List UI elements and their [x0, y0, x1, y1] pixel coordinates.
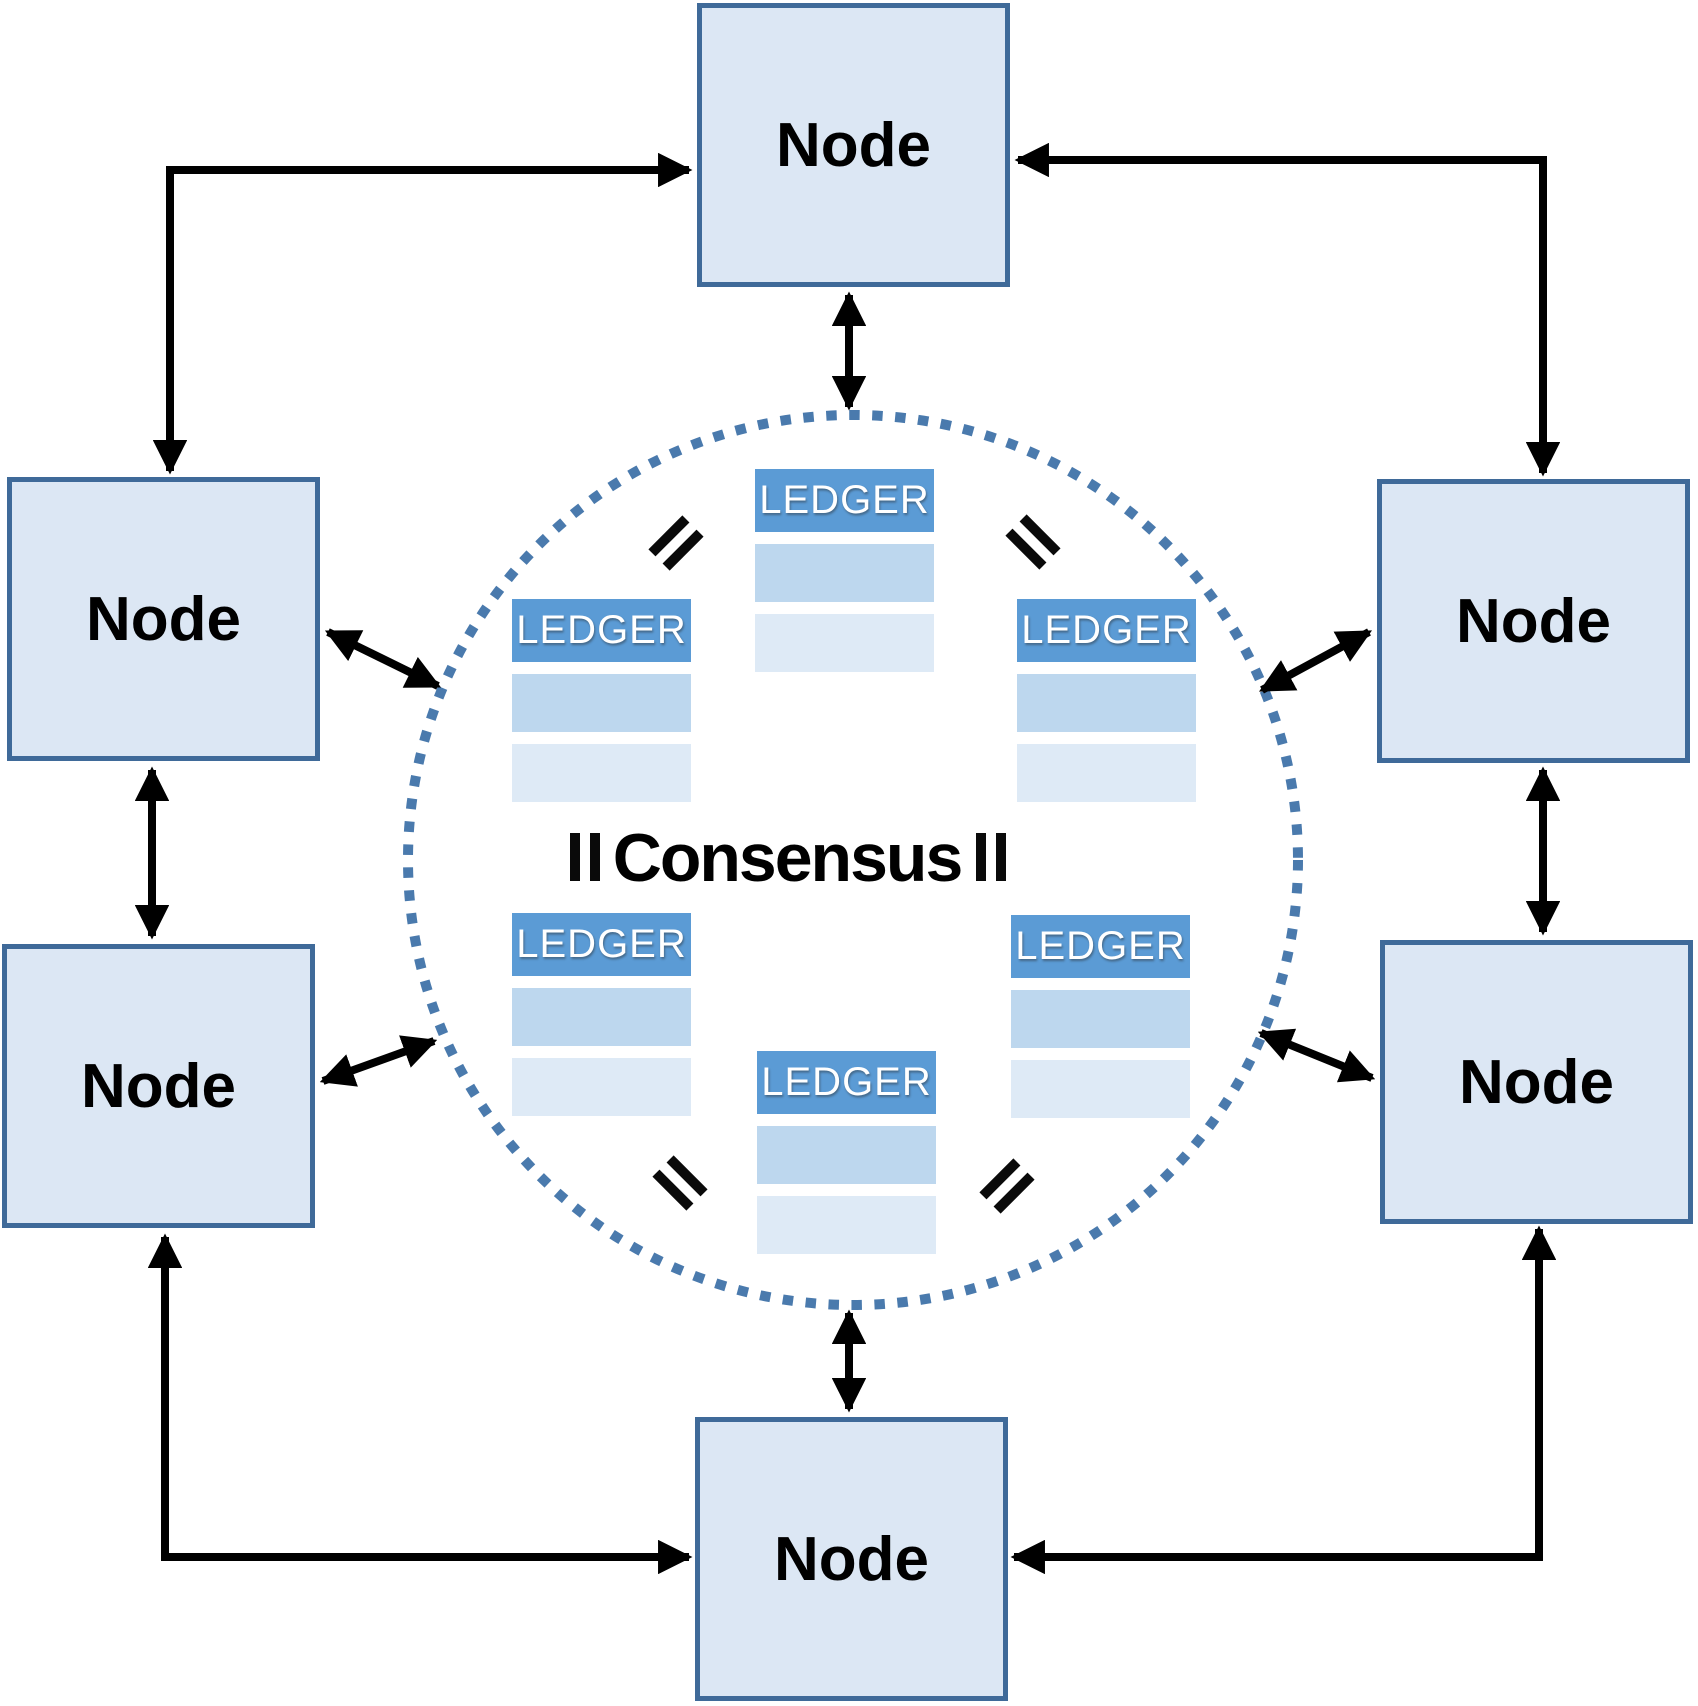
- ledger-header: LEDGER: [757, 1051, 936, 1114]
- node-box-left-lower: Node: [2, 944, 315, 1228]
- node-label: Node: [774, 1524, 929, 1594]
- ledger-right: LEDGER: [1017, 599, 1196, 802]
- ledger-row: [1017, 744, 1196, 802]
- node-label: Node: [1456, 586, 1611, 656]
- arrow-right-upper-to-circle: [1258, 628, 1373, 694]
- node-box-right-upper: Node: [1377, 479, 1690, 763]
- ledger-row: [512, 744, 691, 802]
- ledger-bottom-center: LEDGER: [757, 1051, 936, 1254]
- equals-bar: [570, 833, 580, 881]
- ledger-left: LEDGER: [512, 599, 691, 802]
- equals-bar: [996, 833, 1006, 881]
- arrow-left-lower-to-circle: [319, 1035, 438, 1087]
- node-box-left-upper: Node: [7, 477, 320, 761]
- ledger-row: [1011, 990, 1190, 1048]
- consensus-circle: [403, 410, 1303, 1310]
- consensus-title: Consensus: [612, 820, 964, 896]
- ledger-row: [755, 544, 934, 602]
- ledger-header: LEDGER: [1011, 915, 1190, 978]
- ledger-row: [1011, 1060, 1190, 1118]
- ledger-header: LEDGER: [1017, 599, 1196, 662]
- arrow-left-upper-to-circle: [324, 628, 442, 690]
- ledger-header: LEDGER: [512, 913, 691, 976]
- node-label: Node: [81, 1051, 236, 1121]
- arrow-right-lower-to-circle: [1257, 1028, 1376, 1083]
- node-label: Node: [86, 584, 241, 654]
- ledger-top: LEDGER: [755, 469, 934, 672]
- ledger-row: [512, 674, 691, 732]
- equals-bar: [976, 833, 986, 881]
- ledger-row: [512, 1058, 691, 1116]
- node-box-bottom: Node: [695, 1417, 1008, 1701]
- ledger-row: [512, 988, 691, 1046]
- node-box-top: Node: [697, 3, 1010, 287]
- ledger-row: [755, 614, 934, 672]
- ledger-bottom-right: LEDGER: [1011, 915, 1190, 1118]
- node-label: Node: [1459, 1047, 1614, 1117]
- ledger-row: [757, 1126, 936, 1184]
- equals-bar: [590, 833, 600, 881]
- ledger-row: [1017, 674, 1196, 732]
- equals-icon: [976, 833, 1006, 881]
- ledger-header: LEDGER: [512, 599, 691, 662]
- ledger-row: [757, 1196, 936, 1254]
- ledger-header: LEDGER: [755, 469, 934, 532]
- equals-icon: [570, 833, 600, 881]
- node-box-right-lower: Node: [1380, 940, 1693, 1224]
- node-label: Node: [776, 110, 931, 180]
- ledger-bottom-left: LEDGER: [512, 913, 691, 1116]
